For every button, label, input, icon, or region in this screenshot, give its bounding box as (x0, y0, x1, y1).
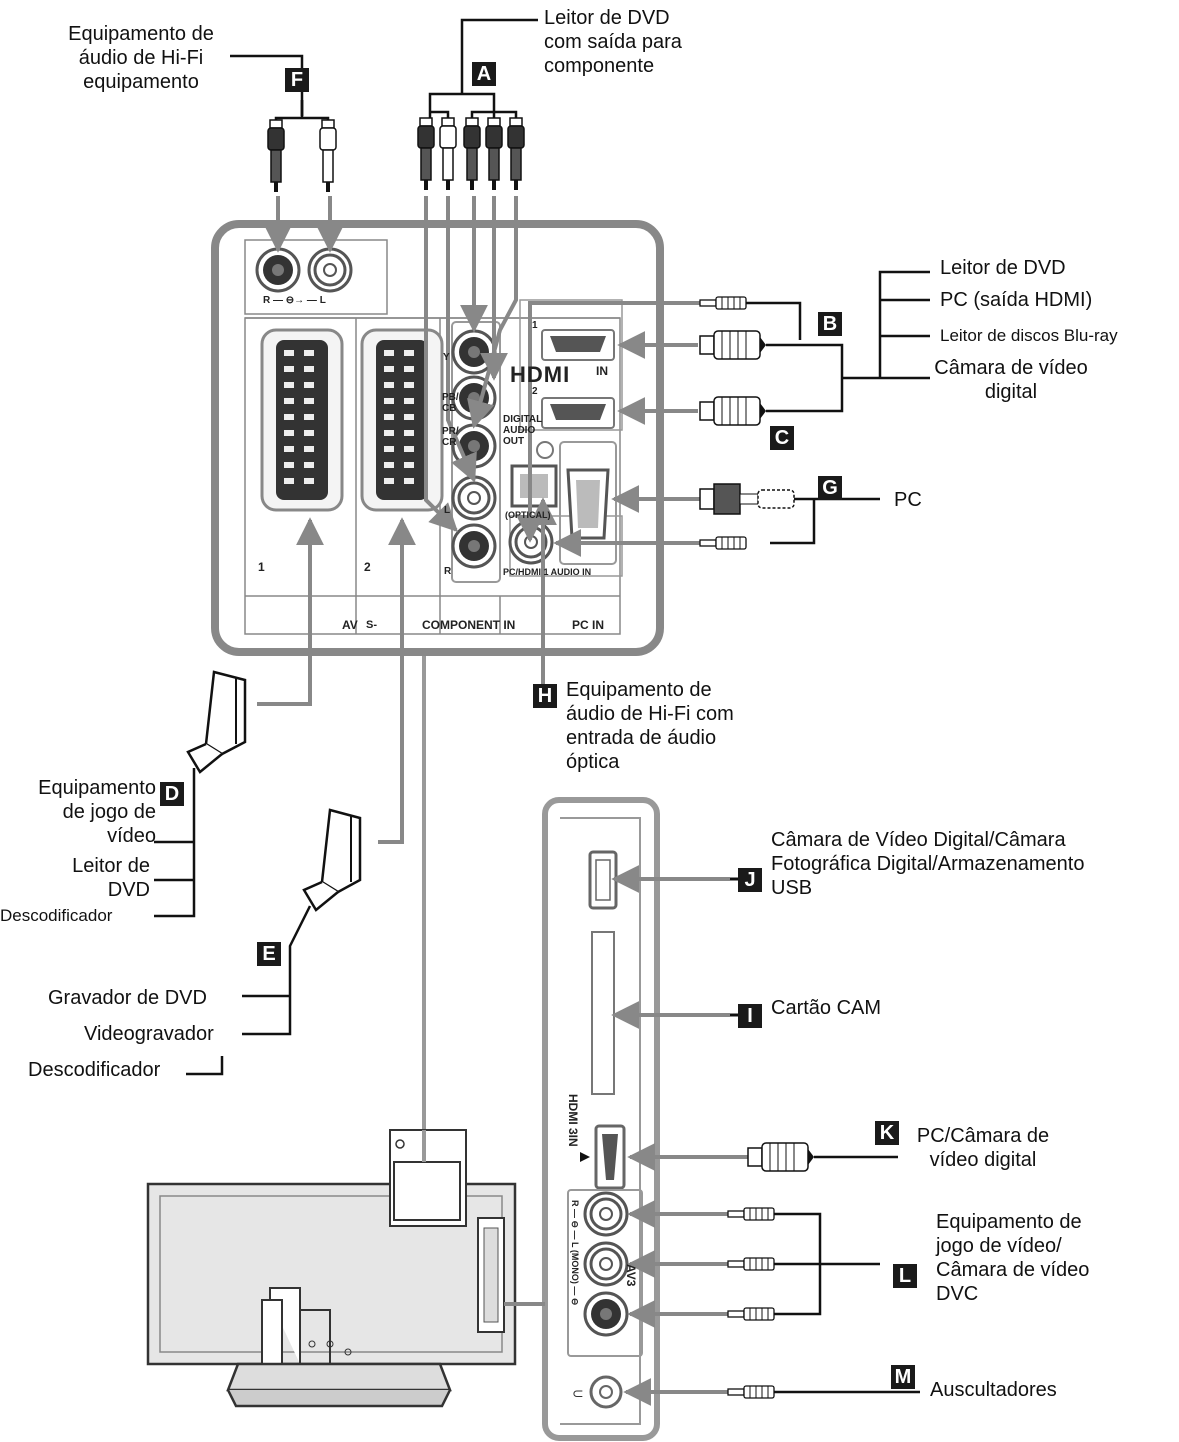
optical-out-port (510, 464, 558, 508)
scart-plug-d (154, 670, 247, 918)
tv-rear (146, 1129, 545, 1408)
panel-audio-rl: R — ⊖→ — L (263, 295, 326, 306)
panel-pc-in: PC IN (572, 618, 605, 632)
label-m-headphones: Auscultadores (930, 1379, 1057, 1401)
scart-connector-2 (360, 328, 444, 512)
panel-scart-1: 1 (258, 560, 265, 574)
component-pb-jack (451, 375, 497, 421)
panel-av2-sub: S- (366, 619, 377, 631)
label-d-dvd: Leitor de DVD (72, 855, 150, 901)
badge-g: G (818, 476, 842, 500)
badge-a: A (472, 62, 496, 86)
av3-video-jack (583, 1191, 629, 1237)
badge-l: L (893, 1264, 917, 1288)
av3-audio-r-jack (583, 1291, 629, 1337)
vga-port (566, 468, 610, 540)
panel-pc-hdmi-audio-in: PC/HDMI 1 AUDIO IN (503, 567, 592, 577)
scart-connector-1 (260, 328, 344, 512)
label-b-camera: Câmara de vídeo digital (934, 357, 1088, 403)
audio-out-l-jack (307, 247, 353, 293)
label-h-hifi-optical: Equipamento de áudio de Hi-Fi com entrad… (566, 679, 734, 773)
hdmi-port-1 (541, 329, 615, 361)
label-b-dvd: Leitor de DVD (940, 257, 1066, 279)
label-b-bluray: Leitor de discos Blu-ray (940, 326, 1118, 345)
vga-plug (699, 483, 795, 515)
component-r-jack (451, 523, 497, 569)
badge-h: H (533, 684, 557, 708)
panel-hdmi3in: HDMI 3IN (566, 1094, 580, 1147)
panel-hdmi-in: IN (596, 364, 608, 378)
label-j-usb: Câmara de Vídeo Digital/Câmara Fotográfi… (771, 829, 1085, 899)
panel-scart-2: 2 (364, 560, 371, 574)
component-l-jack (451, 475, 497, 521)
badge-e: E (257, 942, 281, 966)
label-l-game-dvc: Equipamento de jogo de vídeo/ Câmara de … (936, 1211, 1090, 1305)
label-e-recorder: Gravador de DVD (48, 987, 207, 1009)
label-g-pc: PC (894, 489, 922, 511)
badge-d: D (160, 782, 184, 806)
badge-c: C (770, 426, 794, 450)
panel-optical: (OPTICAL) (505, 510, 551, 520)
badge-i: I (738, 1004, 762, 1028)
label-i-cam: Cartão CAM (771, 997, 882, 1019)
av3-audio-l-jack (583, 1241, 629, 1287)
label-f-hifi: Equipamento de áudio de Hi-Fi equipament… (68, 23, 214, 93)
svg-text:⊂: ⊂ (572, 1386, 584, 1402)
label-d-decoder: Descodificador (0, 906, 113, 925)
panel-av: AV (342, 618, 358, 632)
label-e-vcr: Videogravador (84, 1023, 214, 1045)
panel-comp-pb: PB/ CB (442, 392, 459, 414)
panel-comp-r: R (444, 566, 452, 577)
scart-plug-e (186, 808, 362, 1076)
panel-comp-l: L (444, 505, 451, 516)
panel-mono: R — ⊖ — L (MONO) — ⊖ (570, 1200, 580, 1306)
badge-m: M (891, 1365, 915, 1389)
hdmi-port-2 (541, 397, 615, 429)
rear-panel (211, 220, 664, 656)
label-b-pc: PC (saída HDMI) (940, 289, 1093, 311)
side-panel: ⊂ (542, 797, 660, 1441)
hdmi-logo: HDMI (510, 362, 571, 387)
badge-j: J (738, 868, 762, 892)
label-e-decoder: Descodificador (28, 1059, 161, 1081)
label-d-game: Equipamento de jogo de vídeo (38, 777, 156, 847)
panel-hdmi-1: 1 (532, 320, 538, 331)
badge-f: F (285, 68, 309, 92)
audio-out-r-jack (255, 247, 301, 293)
panel-av3: AV3 (624, 1264, 638, 1287)
panel-hdmi-2: 2 (532, 386, 538, 397)
panel-comp-y: Y (443, 352, 450, 363)
panel-digital-audio-out: DIGITAL AUDIO OUT (503, 414, 543, 447)
panel-comp-pr: PR/ CR (442, 426, 459, 448)
panel-component-in: COMPONENT IN (422, 618, 516, 632)
label-a-dvd-component: Leitor de DVD com saída para componente (544, 7, 682, 77)
badge-k: K (875, 1121, 899, 1145)
label-k-pc-camera: PC/Câmara de vídeo digital (916, 1125, 1050, 1171)
badge-b: B (818, 312, 842, 336)
